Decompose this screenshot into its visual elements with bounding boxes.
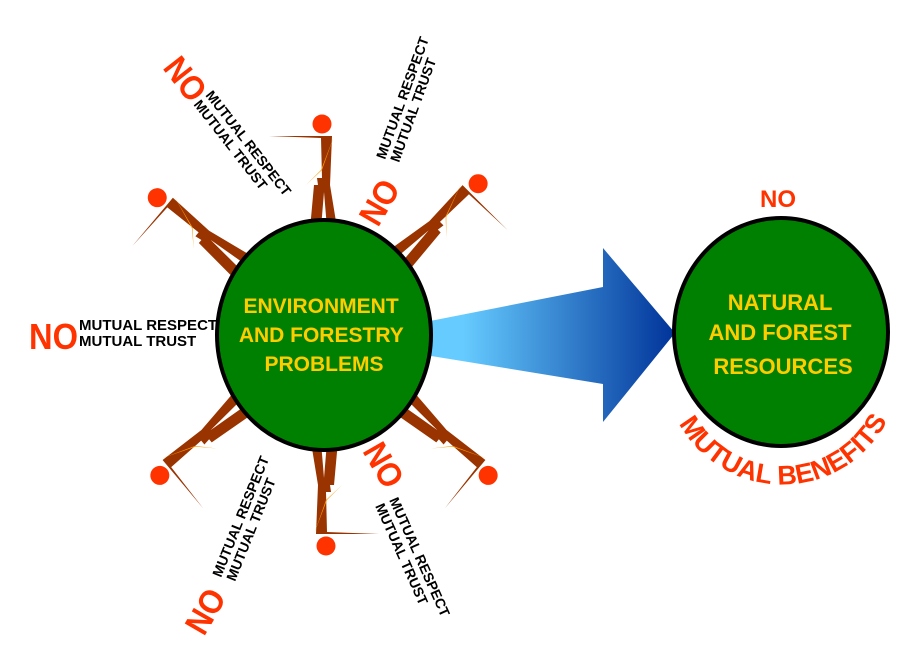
- no-label: NO: [29, 316, 78, 357]
- target-line-2: AND FOREST: [708, 320, 852, 345]
- respect-label: MUTUAL RESPECT: [203, 87, 295, 199]
- label-group-upper-left: NO MUTUAL RESPECT MUTUAL TRUST: [156, 50, 295, 200]
- label-group-left: NO MUTUAL RESPECT MUTUAL TRUST: [29, 316, 217, 357]
- source-line-3: PROBLEMS: [264, 353, 383, 376]
- trust-label: MUTUAL TRUST: [79, 333, 196, 350]
- label-group-lower-right: NO MUTUAL RESPECT MUTUAL TRUST: [355, 436, 453, 619]
- label-group-lower-left: NO MUTUAL RESPECT MUTUAL TRUST: [178, 453, 279, 641]
- source-line-2: AND FORESTRY: [239, 324, 404, 347]
- target-circle: [672, 216, 890, 448]
- source-circle: [215, 218, 433, 452]
- source-line-1: ENVIRONMENT: [243, 295, 398, 318]
- flow-arrow: [425, 248, 675, 422]
- respect-label: MUTUAL RESPECT: [79, 317, 217, 334]
- source-circle-label: ENVIRONMENT AND FORESTRY PROBLEMS: [239, 295, 409, 376]
- no-label: NO: [352, 173, 408, 232]
- target-line-1: NATURAL: [728, 290, 832, 315]
- target-no-label: NO: [760, 186, 796, 213]
- label-group-upper-right: MUTUAL RESPECT MUTUAL TRUST NO: [352, 34, 439, 232]
- target-circle-label: NATURAL AND FOREST RESOURCES: [708, 290, 857, 379]
- no-label: NO: [355, 436, 411, 495]
- no-label: NO: [178, 582, 234, 641]
- target-line-3: RESOURCES: [713, 354, 852, 379]
